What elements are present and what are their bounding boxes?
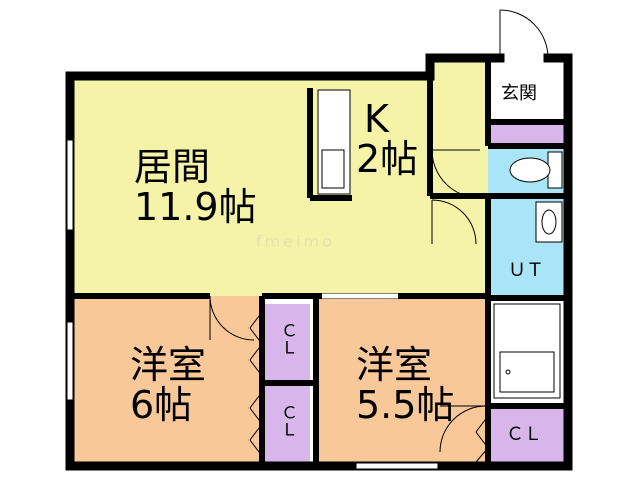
kitchen-size: 2帖 xyxy=(356,137,419,181)
western-left-name: 洋室 xyxy=(130,343,207,387)
western-right-name: 洋室 xyxy=(356,343,433,387)
hallway-area xyxy=(430,58,490,298)
entrance-label: 玄関 xyxy=(501,83,537,104)
interior-walls xyxy=(70,58,568,466)
entrance-door xyxy=(499,9,549,59)
closet-right-label: ＣＬ xyxy=(506,424,542,445)
closet-lower-label: ＣＬ xyxy=(277,404,297,438)
western-right-size: 5.5帖 xyxy=(356,383,455,427)
closet-lower-area xyxy=(262,386,310,464)
kitchen-name: K xyxy=(364,97,389,141)
toilet-fixture xyxy=(509,151,563,189)
window-frames xyxy=(66,139,439,470)
living-room-size: 11.9帖 xyxy=(134,185,257,229)
living-room-name: 居間 xyxy=(134,145,211,189)
closet-right-area xyxy=(488,408,568,464)
closet-upper-label: ＣＬ xyxy=(277,322,297,356)
windows xyxy=(67,140,438,469)
washbasin-fixture xyxy=(535,201,563,243)
western-left-size: 6帖 xyxy=(130,383,193,427)
utility-label: ＵＴ xyxy=(508,260,544,281)
entrance-closet-strip xyxy=(488,122,568,144)
closet-doors xyxy=(249,311,489,463)
entrance-area xyxy=(488,58,568,122)
closet-upper-area xyxy=(262,304,310,380)
kitchen-counter xyxy=(317,89,351,195)
western-right-area xyxy=(316,296,488,464)
door-swings xyxy=(209,149,487,453)
watermark: fmeimo xyxy=(256,232,335,251)
western-left-area xyxy=(72,296,262,464)
bathtub-fixture xyxy=(493,303,561,399)
